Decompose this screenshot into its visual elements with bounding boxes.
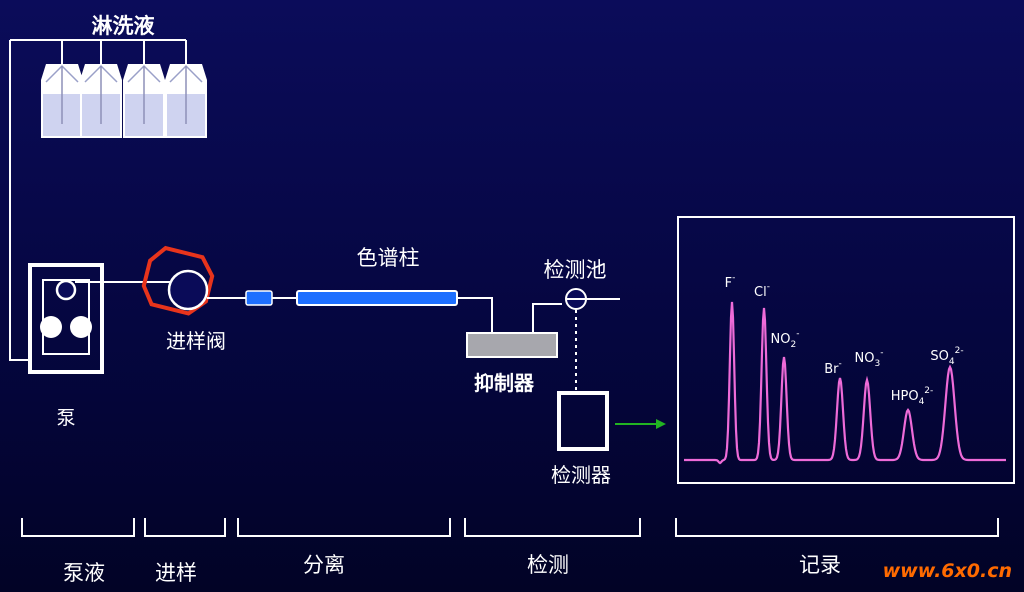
- peak-label: HPO42-: [891, 386, 934, 407]
- peak-label: F-: [725, 273, 736, 291]
- suppressor: [466, 332, 558, 358]
- column-label: 色谱柱: [357, 246, 420, 270]
- guard-column: [245, 290, 273, 306]
- pump-label: 泵: [56, 407, 75, 429]
- detector-label: 检测器: [551, 463, 611, 487]
- stage-brackets: [21, 518, 999, 537]
- eluent-bottle: [80, 64, 122, 138]
- injection-valve: [141, 245, 215, 316]
- eluent-bottle: [41, 64, 83, 138]
- detection-cell-label: 检测池: [544, 258, 607, 282]
- peak-label: NO3-: [855, 348, 884, 369]
- eluent-label: 淋洗液: [92, 14, 155, 38]
- stage-label: 分离: [303, 553, 345, 577]
- pump: [28, 263, 104, 374]
- chromatogram-trace: [684, 301, 1006, 465]
- analytical-column: [296, 290, 458, 306]
- eluent-bottle: [123, 64, 165, 138]
- detection-cell: [565, 288, 620, 310]
- eluent-bottle: [165, 64, 207, 138]
- stage-labels: 泵液 进样 分离 检测 记录: [63, 553, 841, 585]
- watermark: www.6x0.cn: [883, 560, 1012, 582]
- suppressor-label: 抑制器: [474, 371, 535, 395]
- peak-label: Cl-: [754, 282, 770, 300]
- peak-label: Br-: [824, 359, 842, 377]
- peak-labels: F- Cl- NO2- Br- NO3- HPO42- SO42-: [725, 273, 964, 407]
- chromatogram-panel: [677, 216, 1015, 484]
- signal-arrow: [615, 419, 666, 429]
- injection-valve-label: 进样阀: [166, 329, 226, 353]
- suppressor-tubing: [457, 297, 562, 333]
- stage-label: 检测: [527, 553, 569, 577]
- peak-label: NO2-: [771, 329, 800, 350]
- stage-label: 泵液: [63, 561, 105, 585]
- peak-label: SO42-: [930, 346, 963, 367]
- eluent-bottles: [41, 64, 207, 138]
- stage-label: 进样: [155, 561, 197, 585]
- eluent-tubing: [9, 39, 187, 361]
- stage-label: 记录: [799, 553, 841, 577]
- detector: [557, 391, 609, 451]
